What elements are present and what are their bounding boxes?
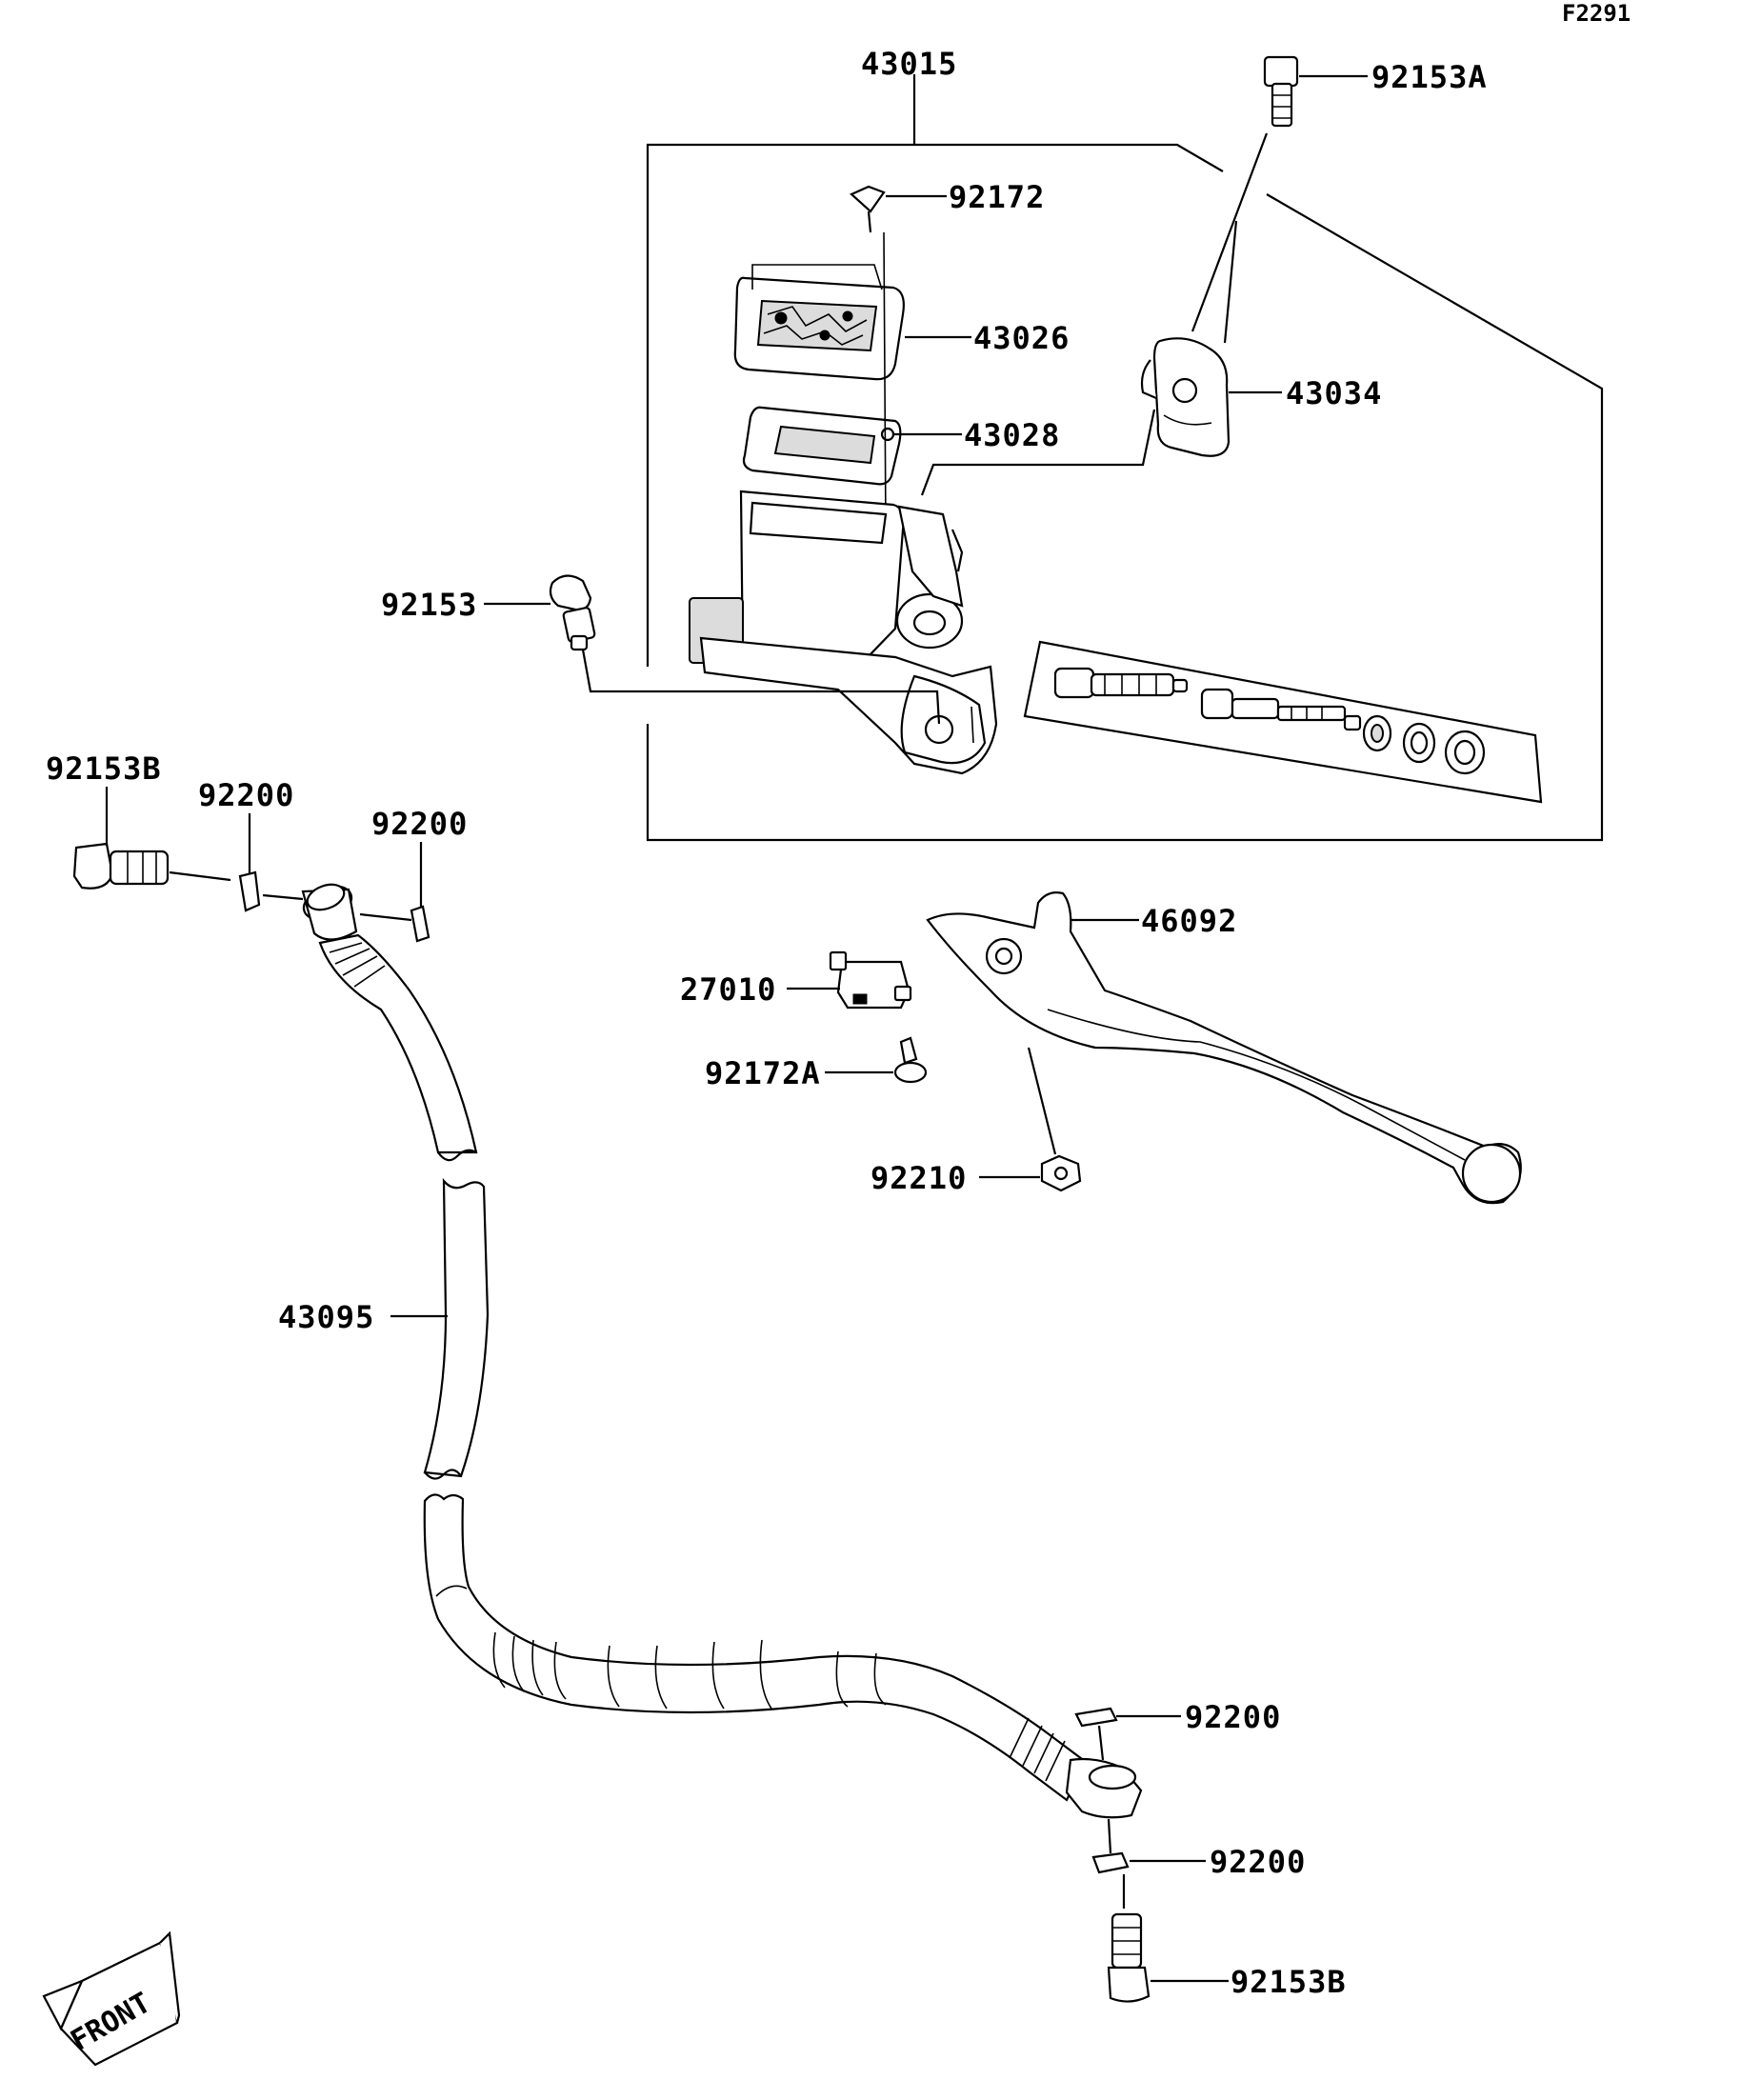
banjo-bolt-92153B-top-icon: [72, 842, 170, 890]
spring-rod-icon: [1200, 688, 1362, 731]
part-label-92153B-top[interactable]: 92153B: [46, 750, 162, 787]
part-label-92210[interactable]: 92210: [870, 1160, 967, 1196]
part-label-43028[interactable]: 43028: [964, 417, 1060, 453]
screw-92172-icon: [850, 185, 886, 233]
master-cylinder-assembly-frame: [646, 74, 1604, 842]
part-label-43034[interactable]: 43034: [1286, 375, 1382, 411]
washer-icon: [1402, 722, 1436, 764]
part-label-92153A[interactable]: 92153A: [1371, 59, 1488, 95]
brake-lever-46092-icon: [926, 891, 1522, 1205]
switch-27010-icon: [829, 950, 912, 1010]
part-label-92200-c[interactable]: 92200: [1185, 1699, 1281, 1735]
banjo-bolt-92153-icon: [549, 574, 596, 651]
part-label-92200-a[interactable]: 92200: [198, 777, 294, 813]
piston-icon: [1053, 667, 1189, 699]
piston-kit-inset: [1023, 640, 1543, 804]
part-label-92172A[interactable]: 92172A: [705, 1055, 821, 1091]
screw-92172A-icon: [893, 1036, 928, 1084]
washer-92200-b-icon: [410, 905, 430, 943]
part-label-92153[interactable]: 92153: [381, 587, 477, 623]
part-label-43095[interactable]: 43095: [278, 1299, 374, 1335]
part-label-46092[interactable]: 46092: [1141, 903, 1237, 939]
part-label-27010[interactable]: 27010: [680, 971, 776, 1008]
nut-92210-icon: [1040, 1154, 1082, 1192]
washer-92200-a-icon: [238, 870, 261, 912]
part-label-43015[interactable]: 43015: [861, 46, 957, 82]
bolt-92153A-icon: [1263, 55, 1299, 128]
part-label-92153B-bottom[interactable]: 92153B: [1231, 1964, 1347, 2000]
washer-92200-d-icon: [1091, 1851, 1130, 1874]
part-label-92200-b[interactable]: 92200: [371, 806, 468, 842]
banjo-bolt-92153B-bottom-icon: [1107, 1912, 1151, 2003]
master-cylinder-body-icon: [689, 490, 998, 775]
washer-92200-c-icon: [1074, 1707, 1118, 1728]
part-label-43026[interactable]: 43026: [973, 320, 1070, 356]
part-label-92172[interactable]: 92172: [949, 179, 1045, 215]
seal-icon: [1362, 714, 1392, 752]
circlip-icon: [1444, 730, 1486, 775]
brake-hose-43095-icon: [301, 883, 1143, 1819]
front-arrow-icon: FRONT: [42, 1930, 181, 2067]
part-label-92200-d[interactable]: 92200: [1210, 1844, 1306, 1880]
figure-code: F2291: [1562, 0, 1631, 27]
reservoir-cap-43026-icon: [733, 276, 905, 381]
clamp-43034-icon: [1140, 337, 1231, 457]
diaphragm-43028-icon: [742, 406, 902, 486]
